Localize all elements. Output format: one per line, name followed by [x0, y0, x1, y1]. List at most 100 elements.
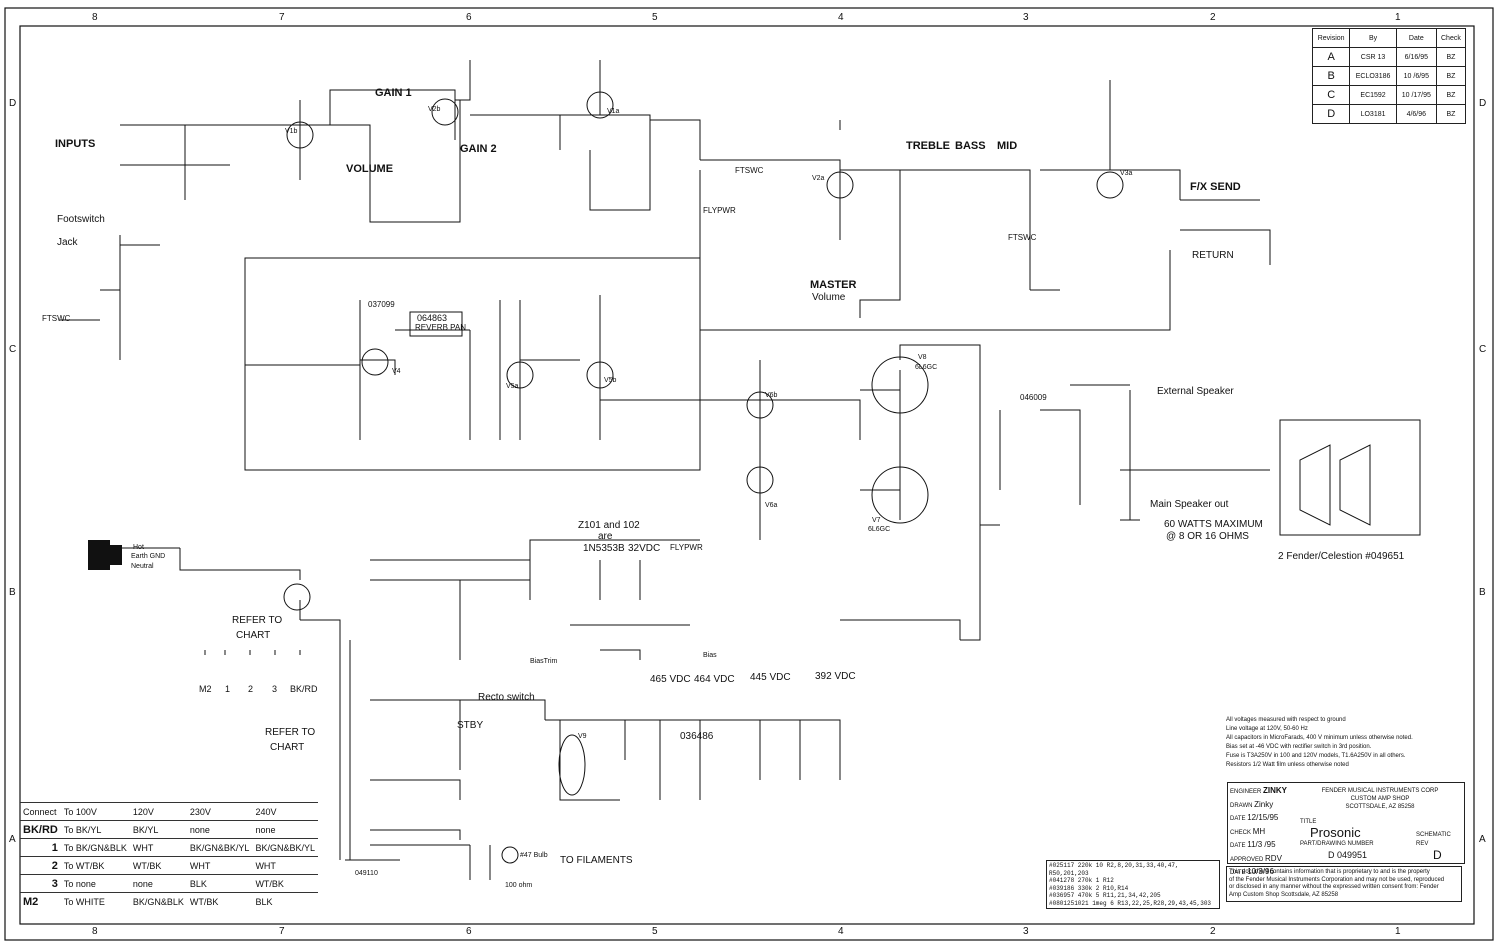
revision-date: 4/6/96 [1395, 104, 1437, 124]
note-line: Resistors 1/2 Watt film unless otherwise… [1226, 762, 1349, 768]
label-are: are [598, 531, 613, 542]
tube-v8: V8 [918, 354, 927, 361]
connection-row: 2 To WT/BK WT/BK WHT WHT [20, 856, 318, 875]
label-refer-to-1: REFER TO [232, 615, 283, 626]
revision-row: A CSR 13 6/16/95 BZ [1311, 47, 1467, 67]
label-chart-node-bkrd: BK/RD [290, 684, 318, 694]
general-notes: All voltages measured with respect to gr… [1226, 716, 1476, 770]
date-value: 12/15/95 [1247, 813, 1279, 822]
revision-date: 10 /6/95 [1395, 66, 1437, 86]
label-main-speaker: Main Speaker out [1150, 499, 1229, 510]
label-v7-tube: 6L6GC [868, 526, 891, 533]
border-row-d: D [9, 98, 16, 109]
revision-by: CSR 13 [1349, 47, 1397, 67]
label-jack: Jack [57, 237, 78, 248]
border-row-d-right: D [1479, 98, 1486, 109]
label-treble: TREBLE [906, 140, 950, 152]
revision-by: ECLO3186 [1349, 66, 1397, 86]
label-mains-xfmr: 049110 [355, 870, 378, 877]
legal-line: or disclosed in any manner without the e… [1229, 884, 1439, 890]
note-line: All capacitors in MicroFarads, 400 V min… [1226, 735, 1413, 741]
note-line: Bias set at -46 VDC with rectifier switc… [1226, 744, 1372, 750]
drawn-label: DRAWN [1230, 802, 1253, 809]
label-z101: Z101 and 102 [578, 520, 640, 531]
note-line: All voltages measured with respect to gr… [1226, 717, 1346, 723]
check-label: CHECK [1230, 829, 1252, 836]
sheet-border-outer [4, 7, 1494, 941]
date3-label: DATE [1230, 870, 1246, 876]
label-return: RETURN [1192, 250, 1234, 261]
label-mid: MID [997, 140, 1018, 152]
label-to-filaments: TO FILAMENTS [560, 855, 633, 866]
label-recto-switch: Recto switch [478, 692, 535, 703]
engineer-value: ZINKY [1263, 786, 1288, 795]
voltage-connection-table: Connect To 100V 120V 230V 240V BK/RD To … [20, 801, 318, 910]
connection-header-row: Connect To 100V 120V 230V 240V [20, 801, 318, 821]
border-col-1-bottom: 1 [1395, 926, 1401, 937]
label-32vdc: 32VDC [628, 543, 661, 554]
label-flypwr: FLYPWR [703, 206, 736, 215]
tube-v5b: V5b [604, 377, 617, 384]
revision-letter: A [1311, 47, 1351, 67]
revision-header-row: Revision By Date Check [1311, 28, 1467, 48]
border-col-7: 7 [279, 12, 285, 23]
connection-cell: WHT [129, 838, 187, 857]
company-line: SCOTTSDALE, AZ 85258 [1345, 804, 1415, 810]
revision-date: 6/16/95 [1395, 47, 1437, 67]
legal-line: This document contains information that … [1229, 869, 1430, 875]
connection-cell: BLK [186, 874, 253, 893]
rev-label: REV [1416, 841, 1429, 847]
border-col-4-bottom: 4 [838, 926, 844, 937]
border-col-5-bottom: 5 [652, 926, 658, 937]
revision-by: LO3181 [1349, 104, 1397, 124]
label-watts: 60 WATTS MAXIMUM [1164, 519, 1263, 530]
plug-icon [88, 540, 122, 570]
label-gain2: GAIN 2 [460, 143, 497, 155]
revision-check: BZ [1435, 66, 1467, 86]
part-number: D 049951 [1328, 850, 1368, 860]
label-out-xfmr: 046009 [1020, 393, 1047, 402]
label-392vdc: 392 VDC [815, 671, 856, 682]
connection-cell: BK/GN&BK/YL [186, 838, 253, 857]
label-464vdc: 464 VDC [694, 674, 735, 685]
label-inputs: INPUTS [55, 138, 96, 150]
tube-v7: V7 [872, 517, 881, 524]
label-chart-1: CHART [236, 630, 271, 641]
connection-cell: none [252, 820, 318, 839]
approved-label: APPROVED [1230, 856, 1264, 863]
note-line: Line voltage at 120V, 50-60 Hz [1226, 726, 1308, 732]
date2-value: 11/3 /95 [1247, 840, 1276, 849]
label-chart-node-2: 2 [248, 684, 254, 694]
title-block: ENGINEER ZINKY DRAWN Zinky DATE 12/15/95… [1227, 782, 1465, 876]
label-ext-speaker: External Speaker [1157, 386, 1234, 397]
border-col-1: 1 [1395, 12, 1401, 23]
label-master: MASTER [810, 279, 857, 291]
border-row-b-right: B [1479, 587, 1486, 598]
label-ftswc-left: FTSWC [42, 314, 71, 323]
label-bias: Bias [703, 652, 717, 659]
revision-header-cell: Check [1435, 28, 1467, 48]
tube-v6b: V6b [765, 392, 778, 399]
connection-row: 3 To none none BLK WT/BK [20, 874, 318, 893]
connection-key: M2 [20, 892, 61, 910]
border-col-6-bottom: 6 [466, 926, 472, 937]
border-col-8: 8 [92, 12, 98, 23]
connection-row: M2 To WHITE BK/GN&BLK WT/BK BLK [20, 892, 318, 910]
label-earth: Earth GND [131, 553, 166, 560]
label-choke: 036486 [680, 731, 714, 742]
date3-value: 10/3/96 [1247, 867, 1274, 876]
label-ftswc-preamp: FTSWC [735, 166, 764, 175]
label-v8-tube: 6L6GC [915, 364, 938, 371]
check-value: MH [1252, 826, 1266, 836]
revision-letter: C [1311, 85, 1351, 105]
part-number-label: PART/DRAWING NUMBER [1300, 841, 1374, 847]
approved-value: RDV [1265, 853, 1282, 863]
label-volume: VOLUME [346, 163, 394, 175]
schematic-label: SCHEMATIC [1416, 832, 1451, 838]
revision-by: EC1592 [1349, 85, 1397, 105]
revision-header-cell: By [1349, 28, 1397, 48]
tube-v3a: V3a [1120, 170, 1133, 177]
tube-v1a: V1a [607, 108, 620, 115]
border-row-b: B [9, 587, 16, 598]
label-ftswc-tone: FTSWC [1008, 233, 1037, 242]
